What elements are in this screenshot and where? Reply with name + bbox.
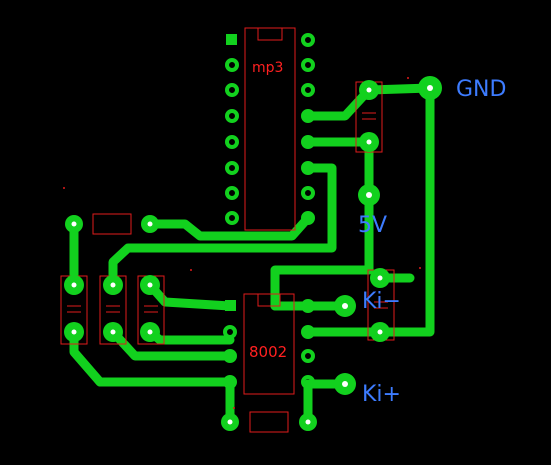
mp3-label: mp3 [252, 60, 283, 76]
drill-holes [71, 85, 433, 425]
amp-label: 8002 [249, 343, 287, 361]
ki-plus-label: Ki+ [362, 382, 401, 407]
mp3-notch [257, 27, 283, 41]
amp-pads [223, 299, 315, 389]
trace-mp3-pin14 [303, 85, 374, 121]
mp3-right-pads [301, 33, 315, 225]
pads [64, 33, 442, 431]
resistor-top-body [92, 213, 132, 235]
trace-cap2 [108, 327, 235, 361]
trace-res1 [145, 213, 313, 241]
gnd-label: GND [456, 77, 506, 102]
resistor-bottom-body [249, 411, 289, 433]
amp-notch [257, 293, 281, 307]
ki-minus-label: Ki− [362, 289, 401, 314]
5v-label: 5V [358, 213, 387, 238]
mp3-left-pads [225, 34, 239, 225]
silkscreen-dots [63, 77, 421, 409]
trace-mp3-pin16 [108, 163, 337, 290]
